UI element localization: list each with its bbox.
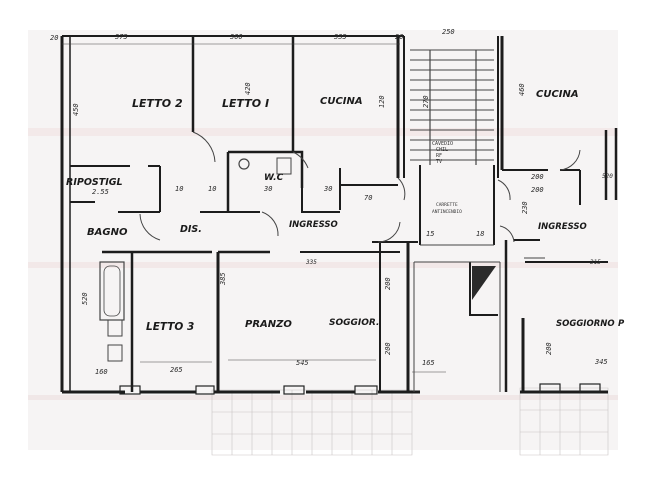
- dim-315: 315: [589, 259, 601, 266]
- dim-30b: 30: [323, 185, 332, 193]
- room-label-cucina: CUCINA: [320, 96, 363, 107]
- room-label-cucina-right: CUCINA: [536, 89, 579, 100]
- dim-120: 120: [378, 95, 386, 108]
- dimension-lines: [62, 43, 446, 373]
- label-cavedio: CAVEDIO: [432, 141, 453, 147]
- dim-250: 250: [442, 28, 455, 36]
- room-label-soggiorno-right: SOGGIORNO: [556, 319, 615, 329]
- landing-area: [413, 165, 501, 392]
- dim-450: 450: [72, 103, 80, 116]
- label-antincendio: ANTINCENDIO: [432, 209, 462, 215]
- dim-345: 345: [594, 358, 608, 366]
- dim-20: 20: [50, 34, 58, 42]
- label-carretto: CARRETTE: [436, 202, 458, 208]
- dim-385: 385: [219, 272, 227, 286]
- room-label-wc: W.C: [264, 173, 284, 183]
- balcony-right: [519, 387, 609, 456]
- dim-70: 70: [364, 194, 372, 202]
- room-label-bagno: BAGNO: [87, 227, 128, 238]
- dim-520b: 520: [602, 173, 613, 180]
- dim-160: 160: [95, 368, 108, 376]
- room-label-p: P: [618, 319, 625, 329]
- room-label-ingresso-right: INGRESSO: [538, 222, 587, 232]
- door-swings: [139, 131, 581, 243]
- dim-335b: 335: [305, 259, 317, 266]
- dim-265: 265: [170, 366, 183, 374]
- walls-left-apartment: [60, 35, 420, 394]
- room-label-letto1: LETTO I: [222, 97, 269, 110]
- wc-fixtures: [107, 157, 292, 362]
- dim-15: 15: [426, 230, 434, 238]
- dim-420: 420: [244, 82, 252, 95]
- scan-banding: [28, 128, 618, 400]
- dim-520: 520: [81, 292, 89, 305]
- dim-230: 230: [521, 201, 529, 214]
- dimensions: 20 375 300 335 20 250 450 420 120 270 46…: [50, 28, 613, 376]
- room-label-letto3: LETTO 3: [146, 321, 194, 333]
- label-cavedio-2: CHIL: [436, 147, 448, 153]
- dim-545: 545: [296, 359, 309, 367]
- window-markers: [119, 383, 601, 395]
- dim-165: 165: [422, 359, 435, 367]
- walls-right-apartment: [500, 36, 618, 394]
- room-label-dis: DIS.: [180, 224, 202, 235]
- label-cavedio-4: TV: [436, 159, 442, 165]
- staircase: [403, 36, 499, 178]
- dim-200b: 200: [531, 186, 544, 194]
- room-label-ingresso: INGRESSO: [289, 220, 338, 230]
- dim-200a: 200: [531, 173, 544, 181]
- dim-200c: 200: [384, 277, 392, 290]
- label-cavedio-3: RF: [436, 153, 442, 159]
- dim-460: 460: [518, 83, 526, 96]
- dim-200d: 200: [384, 342, 392, 355]
- shaft-marker: [472, 266, 496, 300]
- dim-200e: 200: [545, 342, 553, 355]
- room-label-pranzo: PRANZO: [245, 319, 292, 330]
- dim-300: 300: [229, 33, 243, 41]
- room-label-letto2: LETTO 2: [132, 97, 183, 110]
- dim-20b: 20: [395, 33, 403, 41]
- room-label-soggior: SOGGIOR.: [329, 318, 379, 328]
- dim-18: 18: [476, 230, 484, 238]
- dim-255: 2.55: [92, 188, 109, 196]
- room-label-ripostigl: RIPOSTIGL: [66, 177, 123, 188]
- dim-335: 335: [333, 33, 347, 41]
- dim-270: 270: [422, 95, 430, 108]
- dim-30a: 30: [263, 185, 272, 193]
- balcony-left: [211, 389, 413, 456]
- dim-10a: 10: [175, 185, 183, 193]
- dim-375: 375: [114, 33, 128, 41]
- dim-10b: 10: [208, 185, 216, 193]
